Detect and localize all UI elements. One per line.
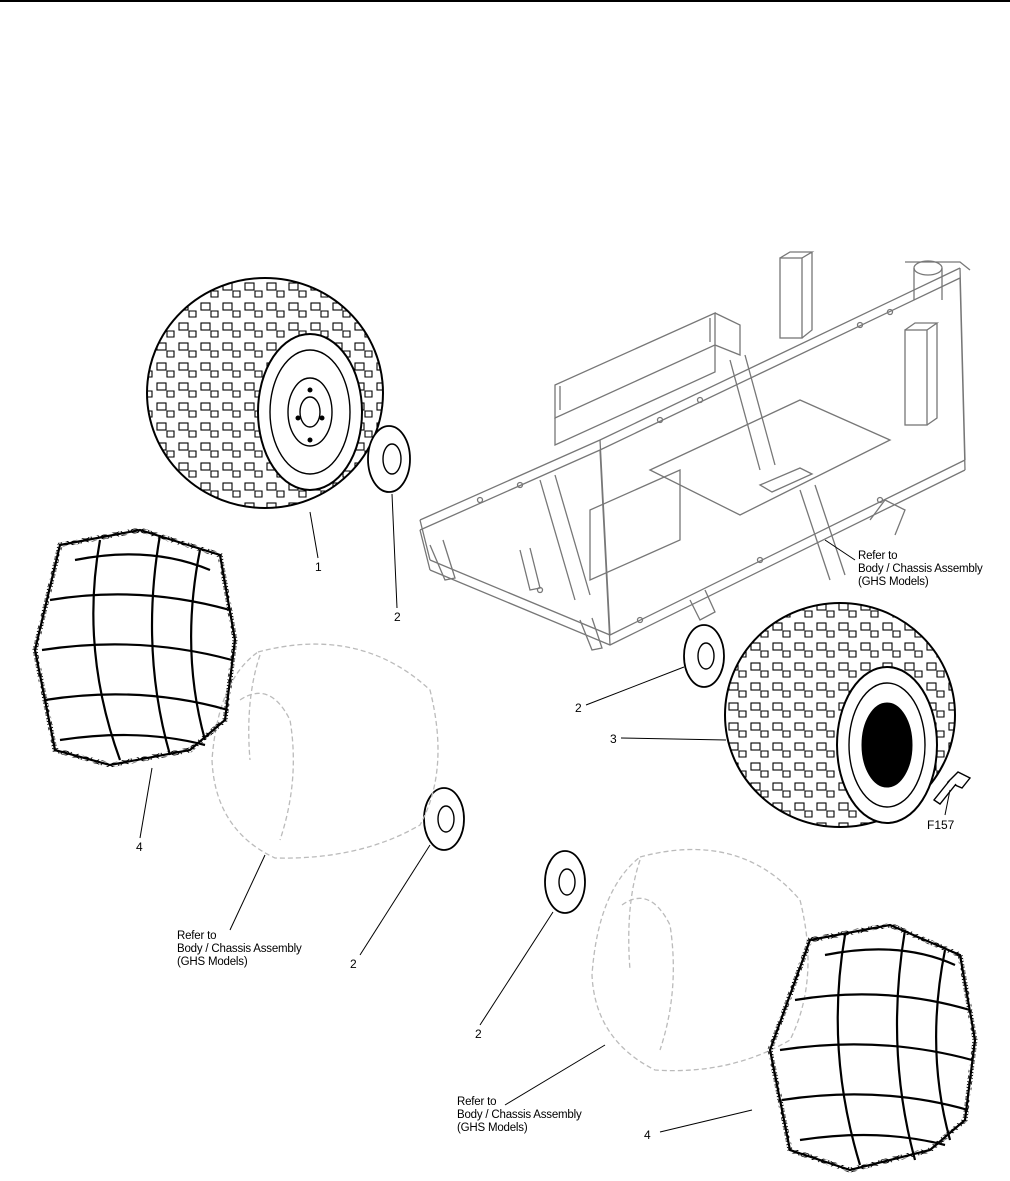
reference-tire-right	[591, 848, 809, 1072]
figure-id: F157	[927, 818, 955, 832]
lug-bolt	[932, 771, 972, 805]
callout-chain-left: 4	[136, 840, 143, 854]
callout-hub-adapter-b: 2	[575, 701, 582, 715]
hub-adapter-d	[544, 850, 586, 914]
reference-note-chassis: Refer to Body / Chassis Assembly (GHS Mo…	[858, 550, 983, 589]
tire-chain-left	[32, 527, 238, 768]
callout-hub-adapter-a: 2	[394, 610, 401, 624]
reference-note-right-tire: Refer to Body / Chassis Assembly (GHS Mo…	[457, 1096, 582, 1135]
leader-lines	[139, 493, 951, 1133]
reference-note-line1: Refer to	[457, 1096, 497, 1108]
reference-tire-left	[211, 643, 439, 859]
tire-rear	[724, 602, 956, 828]
callout-hub-adapter-c: 2	[350, 957, 357, 971]
reference-note-line3: (GHS Models)	[858, 576, 929, 588]
callout-chain-right: 4	[644, 1128, 651, 1142]
hub-adapter-c	[423, 787, 465, 851]
tire-chain-right	[767, 922, 978, 1173]
reference-note-line2: Body / Chassis Assembly	[858, 563, 983, 575]
hub-adapter-a	[367, 425, 411, 493]
reference-note-line2: Body / Chassis Assembly	[457, 1109, 582, 1121]
reference-note-line3: (GHS Models)	[177, 956, 248, 968]
reference-note-line2: Body / Chassis Assembly	[177, 943, 302, 955]
callout-tire-front: 1	[315, 560, 322, 574]
tire-front	[146, 277, 384, 509]
callout-hub-adapter-d: 2	[475, 1027, 482, 1041]
reference-note-left-tire: Refer to Body / Chassis Assembly (GHS Mo…	[177, 930, 302, 969]
reference-note-line3: (GHS Models)	[457, 1122, 528, 1134]
hub-adapter-b	[683, 624, 725, 688]
reference-note-line1: Refer to	[177, 930, 217, 942]
top-rule	[0, 0, 1010, 2]
callout-tire-rear: 3	[610, 732, 617, 746]
chassis-frame	[419, 251, 971, 651]
reference-note-line1: Refer to	[858, 550, 898, 562]
